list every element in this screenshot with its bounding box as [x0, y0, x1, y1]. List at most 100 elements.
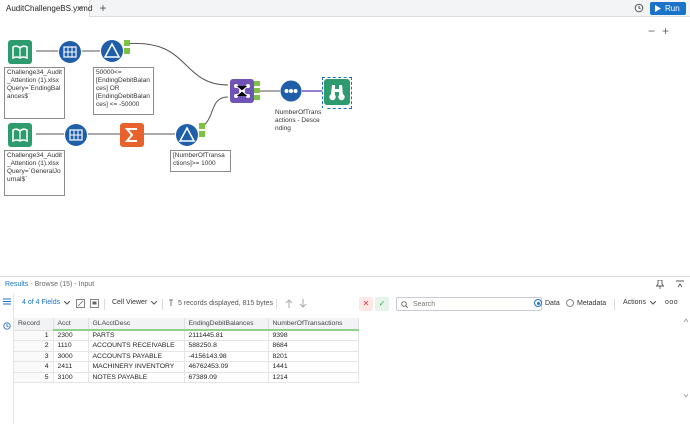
chevron-down-icon: [649, 300, 656, 305]
cell-record: 5: [14, 372, 54, 383]
cell-acct[interactable]: 1110: [53, 340, 89, 352]
grid-check-icon: [65, 124, 87, 146]
browse-tool[interactable]: [322, 77, 352, 109]
play-icon: [655, 5, 661, 12]
run-button[interactable]: Run: [650, 2, 686, 15]
actions-dropdown[interactable]: Actions: [623, 299, 656, 306]
zoom-in-button[interactable]: +: [662, 24, 670, 38]
search-placeholder: Search: [413, 300, 436, 308]
tab-workflow[interactable]: AuditChallengeBS.yxmd ×: [0, 0, 93, 17]
annotation-input-1: Challenge34_Audit_Attention (1).xlsx Que…: [4, 67, 65, 119]
fields-label: 4 of 4 Fields: [22, 299, 61, 306]
arrow-up-icon[interactable]: [285, 299, 293, 308]
binoculars-icon: [324, 79, 350, 105]
search-input[interactable]: Search: [396, 297, 542, 311]
metadata-radio-circle[interactable]: [566, 299, 574, 307]
cell-record: 3: [14, 351, 54, 362]
filter-tool-1[interactable]: [100, 39, 124, 65]
input-tool-1[interactable]: [8, 40, 32, 66]
cell-balance[interactable]: -4156143.98: [184, 351, 269, 362]
cell-transactions[interactable]: 8684: [268, 340, 359, 352]
sort-tool[interactable]: [280, 80, 302, 104]
select-tool-2[interactable]: [64, 123, 88, 149]
cell-desc[interactable]: ACCOUNTS PAYABLE: [88, 351, 185, 362]
cell-transactions[interactable]: 1441: [268, 361, 359, 373]
cell-acct[interactable]: 2411: [53, 361, 89, 373]
input-tool-2[interactable]: [8, 123, 32, 149]
tab-bar: AuditChallengeBS.yxmd × + Run: [0, 0, 690, 17]
cell-transactions[interactable]: 1214: [268, 372, 359, 383]
filter-triangle-icon: [176, 124, 198, 146]
cell-transactions[interactable]: 9398: [268, 330, 359, 341]
cell-record: 2: [14, 340, 54, 352]
tab-title: AuditChallengeBS.yxmd: [6, 4, 93, 13]
cell-transactions[interactable]: 8201: [268, 351, 359, 362]
col-endingdebitbalances[interactable]: EndingDebitBalances: [184, 318, 269, 331]
cell-balance[interactable]: 46762453.09: [184, 361, 269, 373]
filter1-outputs[interactable]: [124, 40, 130, 54]
join-icon: [230, 79, 254, 103]
col-record[interactable]: Record: [14, 318, 54, 331]
more-options-icon[interactable]: ooo: [665, 299, 679, 306]
data-label: Data: [545, 299, 560, 307]
run-label: Run: [665, 4, 680, 13]
cell-acct[interactable]: 2300: [53, 330, 89, 341]
fields-dropdown[interactable]: 4 of 4 Fields: [22, 299, 71, 306]
join-tool[interactable]: [230, 79, 254, 105]
zoom-out-button[interactable]: −: [648, 24, 656, 38]
results-header: Results - Browse (15) - Input: [0, 276, 690, 292]
table-header-row: Record Acct GLAcctDesc EndingDebitBalanc…: [14, 318, 359, 331]
list-icon[interactable]: [3, 298, 11, 305]
history-icon[interactable]: [634, 3, 644, 13]
add-tab-icon[interactable]: +: [99, 1, 107, 15]
cell-balance[interactable]: 67389.09: [184, 372, 269, 383]
table-row[interactable]: 3 3000 ACCOUNTS PAYABLE -4156143.98 8201: [14, 351, 359, 362]
search-icon: [401, 300, 408, 308]
records-info: 5 records displayed, 815 bytes: [168, 299, 273, 307]
collapse-icon[interactable]: [676, 280, 684, 289]
data-radio-circle[interactable]: [534, 299, 542, 307]
history-icon[interactable]: [3, 322, 11, 330]
table-row[interactable]: 1 2300 PARTS 2111445.81 9398: [14, 330, 359, 341]
workflow-canvas[interactable]: − +: [0, 17, 690, 275]
sort-dots-icon: [280, 80, 302, 102]
arrow-down-icon[interactable]: [299, 299, 307, 308]
book-icon: [8, 40, 32, 64]
table-row[interactable]: 4 2411 MACHINERY INVENTORY 46762453.09 1…: [14, 361, 359, 373]
edit-icon[interactable]: [76, 299, 85, 308]
cell-desc[interactable]: MACHINERY INVENTORY: [88, 361, 185, 373]
data-radio[interactable]: Data: [534, 299, 560, 307]
apply-filter-button[interactable]: ✓: [375, 297, 389, 311]
col-numberoftransactions[interactable]: NumberOfTransactions: [268, 318, 359, 331]
cell-record: 1: [14, 330, 54, 341]
filter-triangle-icon: [101, 40, 123, 62]
col-glacctdesc[interactable]: GLAcctDesc: [88, 318, 185, 331]
clear-filter-button[interactable]: ✕: [359, 297, 373, 311]
join-outputs[interactable]: [254, 81, 260, 101]
chevron-down-icon: [64, 300, 71, 305]
cell-desc[interactable]: ACCOUNTS RECEIVABLE: [88, 340, 185, 352]
filter2-outputs[interactable]: [199, 123, 205, 137]
cell-acct[interactable]: 3000: [53, 351, 89, 362]
summarize-tool[interactable]: [120, 123, 144, 149]
close-icon[interactable]: ×: [77, 3, 83, 13]
filter-tool-2[interactable]: [175, 123, 199, 149]
table-row[interactable]: 2 1110 ACCOUNTS RECEIVABLE 588250.8 8684: [14, 340, 359, 352]
chevron-down-icon: [151, 300, 158, 305]
cell-viewer-dropdown[interactable]: Cell Viewer: [112, 299, 158, 306]
grid-check-icon: [59, 41, 81, 63]
metadata-radio[interactable]: Metadata: [566, 299, 606, 307]
cell-desc[interactable]: NOTES PAYABLE: [88, 372, 185, 383]
cell-balance[interactable]: 588250.8: [184, 340, 269, 352]
vertical-scrollbar[interactable]: [683, 318, 689, 398]
select-tool-1[interactable]: [58, 40, 82, 66]
cell-balance[interactable]: 2111445.81: [184, 330, 269, 341]
pin-icon[interactable]: [656, 280, 664, 289]
table-row[interactable]: 5 3100 NOTES PAYABLE 67389.09 1214: [14, 372, 359, 383]
results-table: Record Acct GLAcctDesc EndingDebitBalanc…: [14, 318, 359, 383]
cell-desc[interactable]: PARTS: [88, 330, 185, 341]
cell-acct[interactable]: 3100: [53, 372, 89, 383]
col-acct[interactable]: Acct: [53, 318, 89, 331]
info-icon: [169, 299, 173, 306]
save-icon[interactable]: [90, 299, 99, 308]
